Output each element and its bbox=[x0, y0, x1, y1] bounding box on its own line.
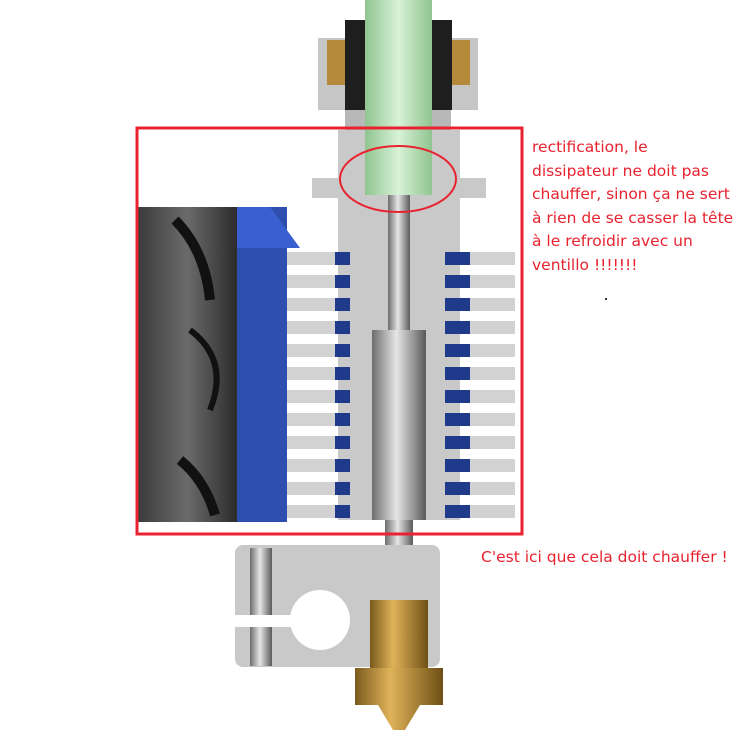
fin-shadow bbox=[445, 275, 470, 288]
heatsink-fin bbox=[282, 390, 350, 403]
fin-shadow bbox=[445, 252, 470, 265]
fin-shadow bbox=[445, 390, 470, 403]
nozzle bbox=[355, 600, 443, 730]
fin-shadow bbox=[335, 252, 350, 265]
annotation-top-note: rectification, le dissipateur ne doit pa… bbox=[532, 138, 734, 274]
fin-shadow bbox=[335, 367, 350, 380]
heatsink-fin bbox=[282, 459, 350, 472]
fin-shadow bbox=[445, 321, 470, 334]
fin-shadow bbox=[335, 321, 350, 334]
fin-shadow bbox=[335, 459, 350, 472]
heatsink-fin bbox=[282, 413, 350, 426]
fin-shadow bbox=[335, 344, 350, 357]
fin-shadow bbox=[445, 459, 470, 472]
heatsink-fins bbox=[282, 252, 515, 518]
heatsink-fin bbox=[282, 436, 350, 449]
heatsink-fin bbox=[282, 321, 350, 334]
stray-dot bbox=[605, 298, 607, 300]
fin-shadow bbox=[445, 367, 470, 380]
heatsink-fin bbox=[282, 275, 350, 288]
fin-shadow bbox=[335, 413, 350, 426]
heatsink-fin bbox=[282, 298, 350, 311]
fin-shadow bbox=[335, 505, 350, 518]
heatsink-fin bbox=[282, 505, 350, 518]
fin-shadow bbox=[445, 344, 470, 357]
fin-shadow bbox=[445, 298, 470, 311]
annotation-bottom-note: C'est ici que cela doit chauffer ! bbox=[481, 548, 728, 566]
heater-screw bbox=[250, 548, 272, 666]
fan bbox=[137, 207, 300, 522]
fin-shadow bbox=[445, 482, 470, 495]
fin-shadow bbox=[335, 390, 350, 403]
fin-shadow bbox=[445, 413, 470, 426]
heatbreak-highlight-ellipse bbox=[339, 145, 457, 213]
heat-break bbox=[372, 195, 426, 605]
ptfe-tube bbox=[365, 0, 432, 195]
fin-shadow bbox=[335, 298, 350, 311]
fin-shadow bbox=[335, 275, 350, 288]
heatsink-fin bbox=[282, 252, 350, 265]
cooling-zone-box bbox=[135, 126, 524, 536]
fin-shadow bbox=[445, 505, 470, 518]
heatsink-fin bbox=[282, 482, 350, 495]
heatsink-fin bbox=[282, 367, 350, 380]
fin-shadow bbox=[335, 482, 350, 495]
heatsink-fin bbox=[282, 344, 350, 357]
fin-shadow bbox=[445, 436, 470, 449]
fin-shadow bbox=[335, 436, 350, 449]
